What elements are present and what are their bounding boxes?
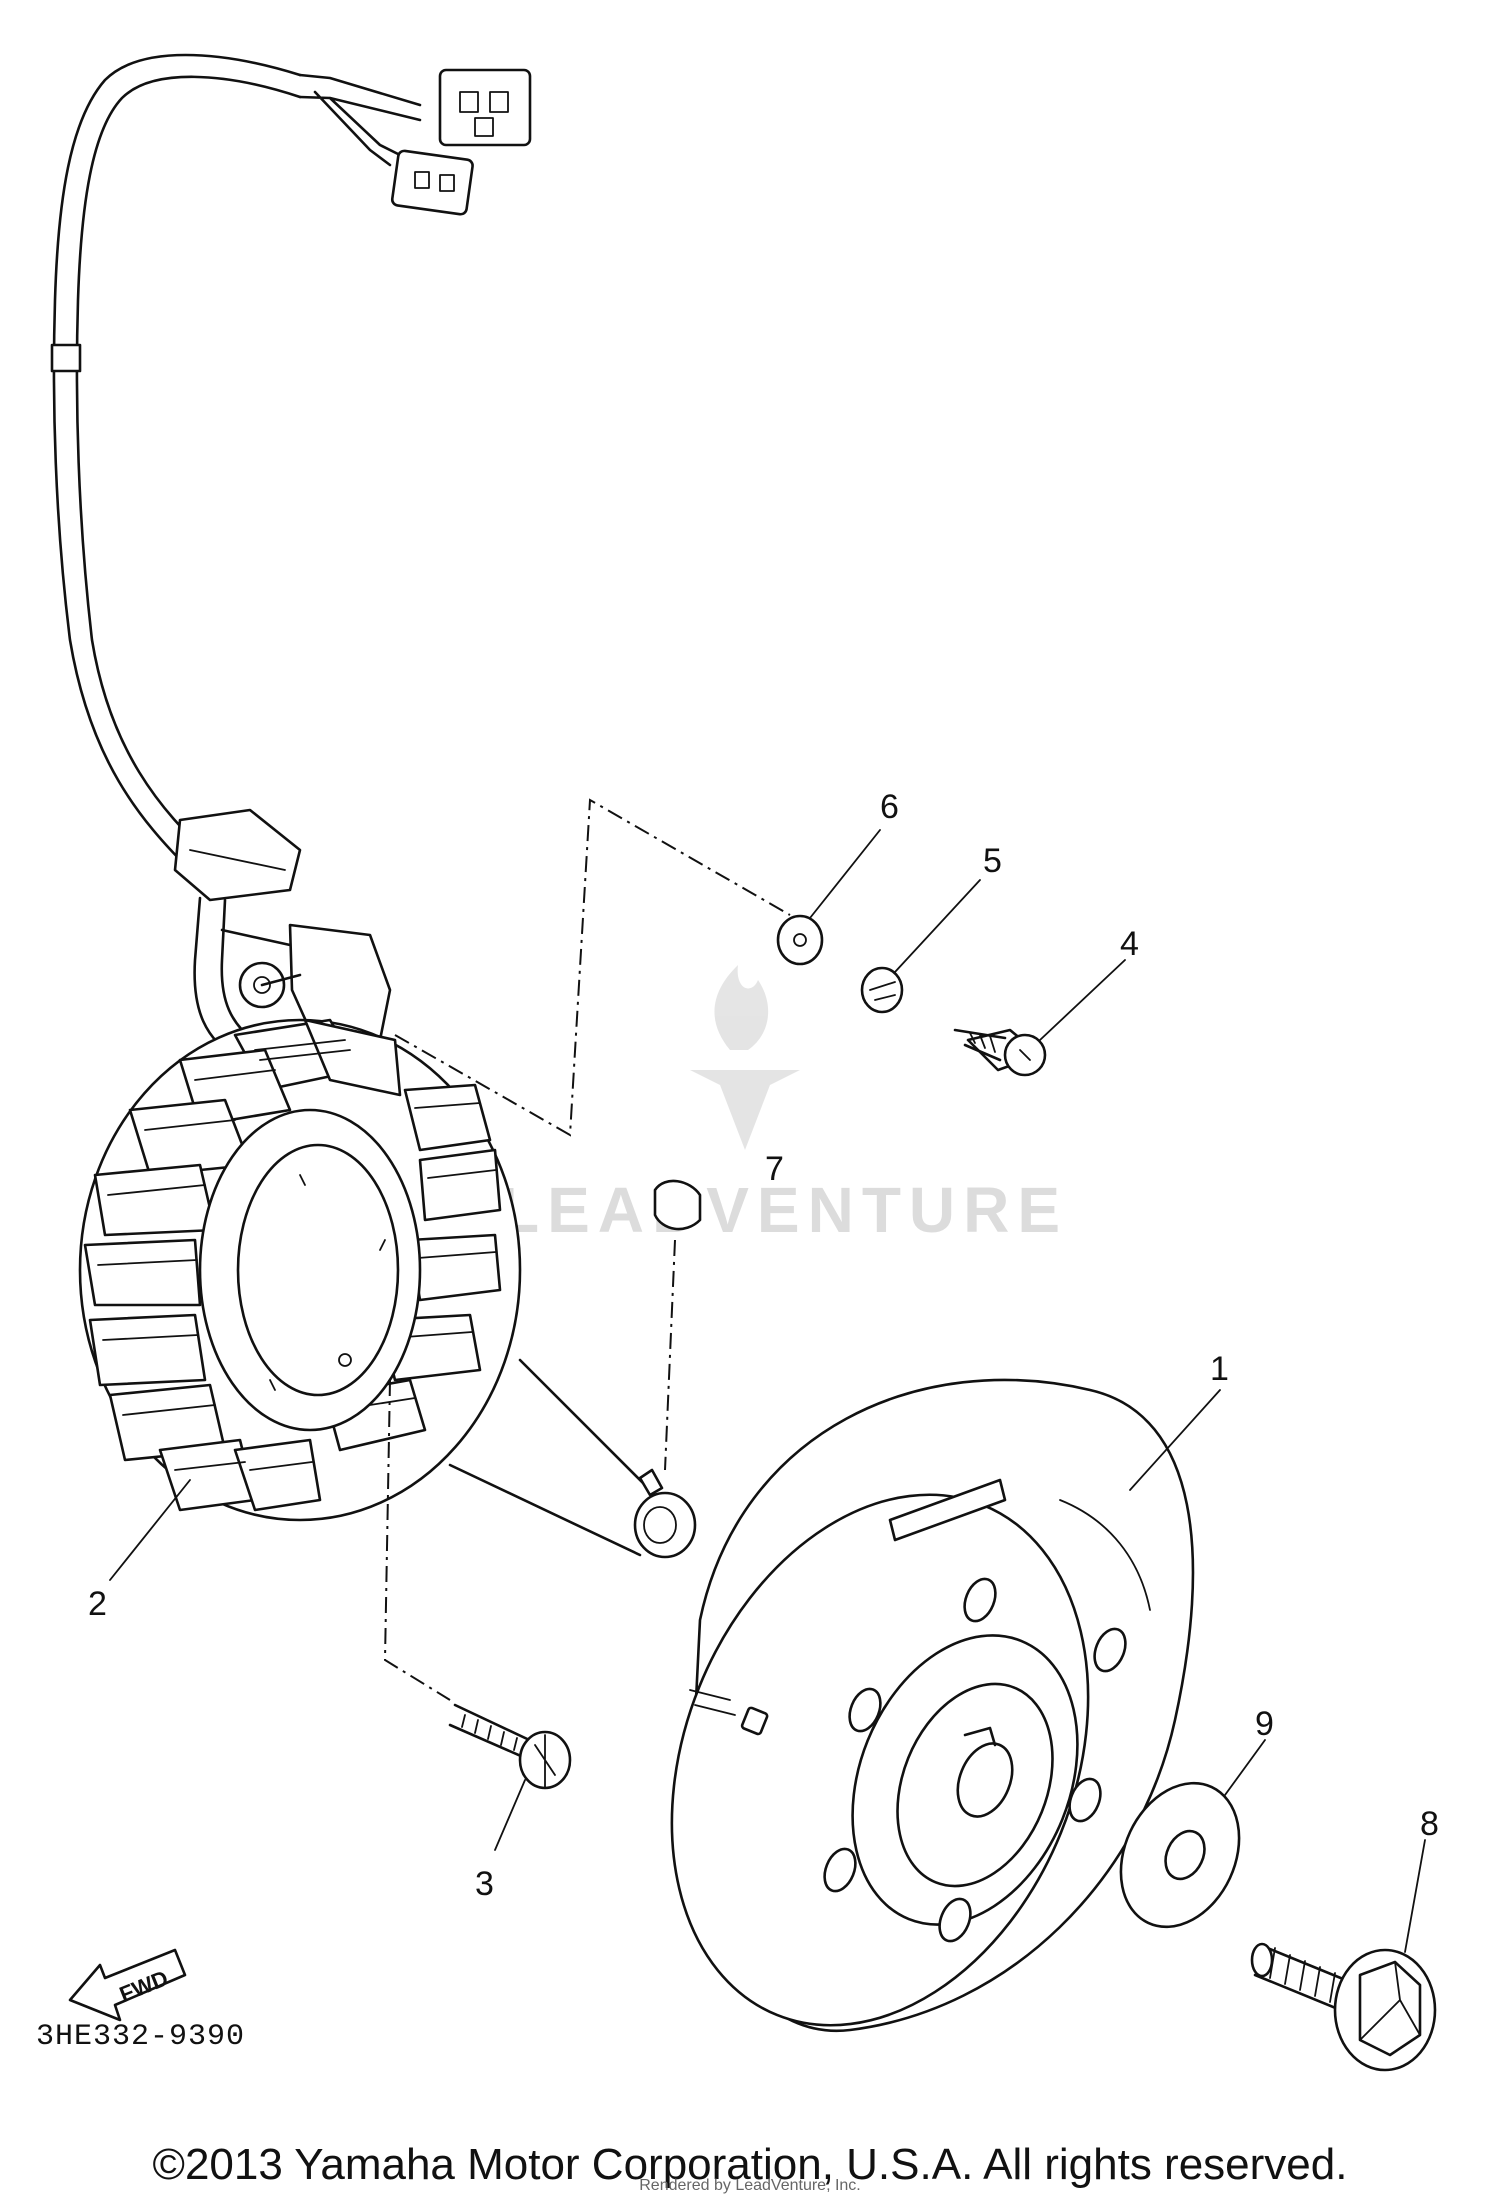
woodruff-key: [653, 1179, 702, 1231]
connector-plug-large: [438, 68, 532, 147]
leader-2: [109, 1479, 191, 1581]
connector-plug-small: [390, 149, 474, 216]
pickup-leader: [394, 798, 791, 1137]
watermark-v-icon: [690, 1070, 800, 1150]
stator-coil-assembly: [78, 1018, 522, 1522]
pickup-screw: [953, 959, 1126, 1077]
rendered-by-note: Rendered by LeadVenture, Inc.: [639, 2177, 861, 2194]
callout-3: 3: [475, 1865, 494, 1903]
callout-8: 8: [1420, 1805, 1439, 1843]
callout-5: 5: [983, 842, 1002, 880]
plain-washer-small: [776, 829, 881, 966]
watermark-flame-icon: [714, 965, 769, 1050]
callout-9: 9: [1255, 1705, 1274, 1743]
callout-4: 4: [1120, 925, 1139, 963]
callout-6: 6: [880, 788, 899, 826]
diagram-code: 3HE332-9390: [36, 2020, 246, 2054]
watermark: LEADVENTURE: [500, 965, 1068, 1246]
rotor-bolt: [1250, 1839, 1437, 2072]
copyright-notice: ©2013 Yamaha Motor Corporation, U.S.A. A…: [152, 2140, 1348, 2189]
crankshaft-stub: [448, 1179, 702, 1559]
wire-harness: [50, 53, 532, 1062]
flywheel-rotor: [670, 1378, 1221, 2033]
wire-grommet: [173, 808, 302, 902]
watermark-text: LEADVENTURE: [500, 1174, 1068, 1246]
lock-washer: [860, 879, 981, 1014]
stator-bolt: [383, 1379, 572, 1851]
callout-1: 1: [1210, 1350, 1229, 1388]
callout-7: 7: [765, 1150, 784, 1188]
callout-2: 2: [88, 1585, 107, 1623]
fwd-arrow-icon: FWD: [68, 1948, 187, 2022]
rotor-washer: [1119, 1739, 1266, 1929]
